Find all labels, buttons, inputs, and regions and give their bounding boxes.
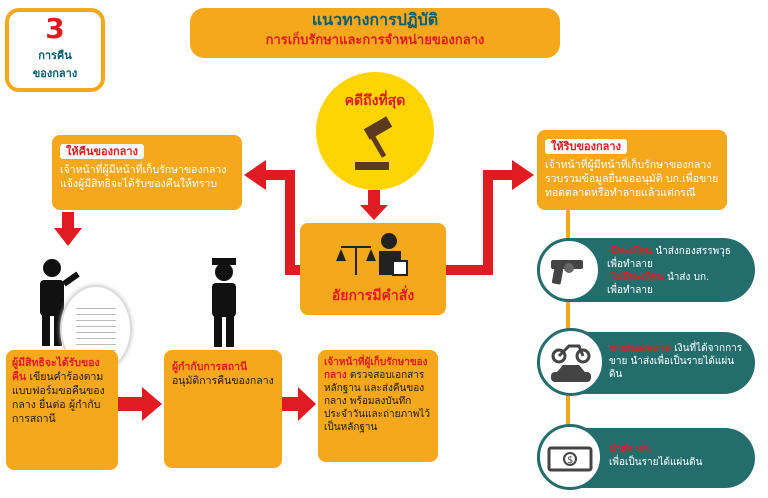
return-header: ให้คืนของกลาง xyxy=(60,144,144,159)
return-box: ให้คืนของกลาง เจ้าหน้าที่ผู้มีหน้าที่เก็… xyxy=(52,135,242,210)
seize-header: ให้ริบของกลาง xyxy=(545,139,627,154)
outcome-1-line-3-hl: -ไม่มีทะเบียน xyxy=(607,272,664,283)
seize-text: เจ้าหน้าที่ผู้มีหน้าที่เก็บรักษาของกลางร… xyxy=(545,159,719,199)
gun-icon xyxy=(551,260,583,285)
connector-right xyxy=(446,170,512,275)
page-subtitle: การเก็บรักษาและการจำหน่ายของกลาง xyxy=(265,33,485,48)
arrow-down-final xyxy=(360,190,388,220)
officer-box: เจ้าหน้าที่ผู้เก็บรักษาของกลาง ตรวจสอบเอ… xyxy=(318,350,438,462)
return-text: เจ้าหน้าที่ผู้มีหน้าที่เก็บรักษาของกลางแ… xyxy=(60,164,227,190)
claimant-box: ผู้มีสิทธิจะได้รับของคืน เขียนคำร้องตามแ… xyxy=(6,350,118,470)
arrow-down-return xyxy=(54,212,82,246)
claimant-text: เขียนคำร้องตามแบบฟอร์มขอคืนของกลาง ยื่นต… xyxy=(12,371,105,425)
officer-text: ตรวจสอบเอกสารหลักฐาน และส่งคืนของกลาง พร… xyxy=(324,370,430,433)
arrow-super-to-officer xyxy=(282,387,316,421)
outcome-weapons: -มีทะเบียน นำส่งกองสรรพวุธ เพื่อทำลาย -ไ… xyxy=(537,238,755,302)
outcome-2-line-1-hl: ขายทอดตลาด xyxy=(609,343,672,354)
arrow-claimant-to-super xyxy=(118,387,162,421)
page-title: แนวทางการปฏิบัติ xyxy=(311,10,439,29)
officer-highlight: เจ้าหน้าที่ผู้เก็บรักษาของกลาง xyxy=(324,357,428,381)
badge-line1: การคืน xyxy=(38,49,72,62)
police-icon xyxy=(212,258,236,347)
svg-text:$: $ xyxy=(567,455,573,466)
outcome-1-line-1-hl: -มีทะเบียน xyxy=(607,246,653,257)
outcome-1-line-4: เพื่อทำลาย xyxy=(607,285,653,296)
section-badge: 3 การคืน ของกลาง xyxy=(5,8,105,92)
badge-line2: ของกลาง xyxy=(32,67,78,80)
outcome-3-line-2: เพื่อเป็นรายได้แผ่นดิน xyxy=(609,457,703,468)
outcome-3-line-1-hl: นำส่ง บก. xyxy=(609,444,653,455)
title-banner: แนวทางการปฏิบัติ การเก็บรักษาและการจำหน่… xyxy=(190,8,560,58)
outcome-2-line-1: เงินที่ได้จากการ xyxy=(671,343,743,354)
seize-box: ให้ริบของกลาง เจ้าหน้าที่ผู้มีหน้าที่เก็… xyxy=(537,130,727,210)
arrow-right-head xyxy=(512,160,534,190)
vehicle-icon xyxy=(551,344,591,382)
outcome-2-line-3: ดิน xyxy=(609,369,623,380)
arrow-left-head xyxy=(244,160,266,190)
outcome-1-line-2: เพื่อทำลาย xyxy=(607,259,653,270)
person-icon xyxy=(40,259,80,346)
outcome-revenue: $ นำส่ง บก. เพื่อเป็นรายได้แผ่นดิน xyxy=(537,424,755,490)
gavel-icon xyxy=(355,116,393,170)
money-icon: $ xyxy=(547,446,593,472)
prosecutor-box: อัยการมีคำสั่ง xyxy=(300,223,446,315)
outcome-1-line-1: นำส่งกองสรรพวุธ xyxy=(652,246,731,257)
final-case-label: คดีถึงที่สุด xyxy=(344,93,406,109)
final-case-circle: คดีถึงที่สุด xyxy=(316,72,434,190)
super-highlight: ผู้กำกับการสถานี xyxy=(172,361,248,373)
badge-number: 3 xyxy=(45,12,65,45)
claimant-highlight: ผู้มีสิทธิจะได้รับของคืน xyxy=(12,357,100,383)
prosecutor-icon xyxy=(336,233,408,276)
prosecutor-label: อัยการมีคำสั่ง xyxy=(331,288,415,304)
outcome-1-line-3: นำส่ง บก. xyxy=(663,272,710,283)
outcome-auction: ขายทอดตลาด เงินที่ได้จากการ ขาย นำส่งเพื… xyxy=(537,328,755,396)
connector-left xyxy=(266,170,300,275)
outcome-2-line-2: ขาย นำส่งเพื่อเป็นรายได้แผ่น xyxy=(609,356,735,367)
superintendent-box: ผู้กำกับการสถานี อนุมัติการคืนของกลาง xyxy=(164,350,282,468)
super-text: อนุมัติการคืนของกลาง xyxy=(172,375,274,387)
